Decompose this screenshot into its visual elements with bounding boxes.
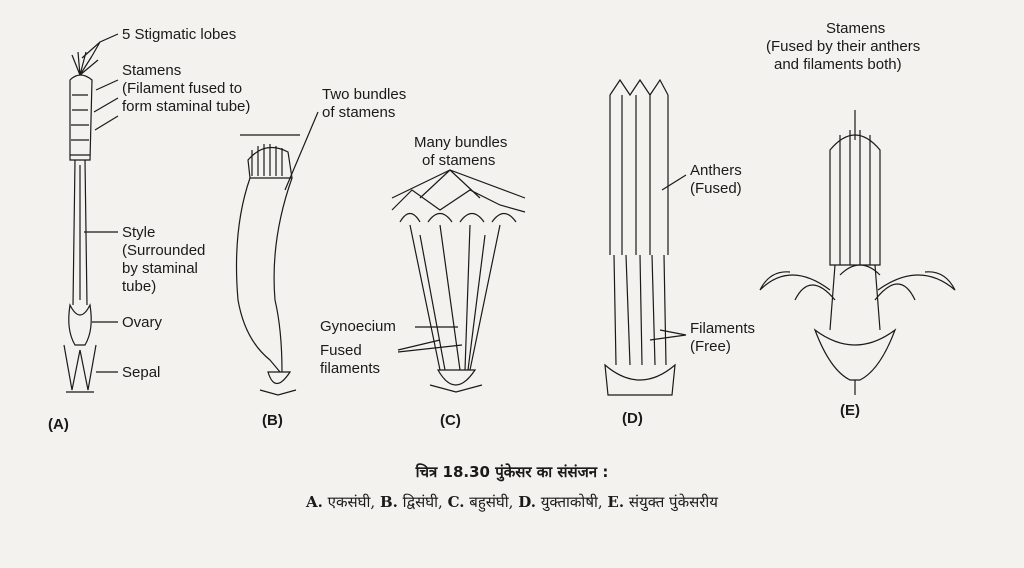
label-style-detail-1: (Surrounded	[122, 242, 206, 259]
caption-text-a: एकसंघी,	[327, 493, 376, 511]
caption-title: चित्र 18.30 पुंकेसर का संसंजन :	[415, 463, 609, 481]
figure-letter-e: (E)	[840, 402, 860, 419]
label-stamens-e: Stamens	[826, 20, 886, 37]
caption-legend: A. एकसंघी, B. द्विसंघी, C. बहुसंघी, D. य…	[0, 492, 1024, 512]
figure-letter-c: (C)	[440, 412, 461, 429]
label-two-bundles: Two bundles	[322, 86, 407, 103]
caption-text-e: संयुक्त पुंकेसरीय	[628, 493, 718, 511]
figure-c-drawing	[391, 169, 526, 393]
caption-key-a: A.	[306, 493, 323, 511]
label-fused-filaments-detail: filaments	[320, 360, 381, 377]
figure-b-drawing	[235, 111, 319, 396]
figure-d-drawing	[604, 78, 687, 396]
figure-letter-a: (A)	[48, 416, 69, 433]
label-fused-filaments: Fused	[320, 342, 362, 359]
label-stamens-e-detail-2: and filaments both)	[774, 56, 902, 73]
caption-text-c: बहुसंघी,	[469, 493, 514, 511]
label-stamens-a: Stamens	[122, 62, 182, 79]
label-gynoecium: Gynoecium	[320, 318, 396, 335]
figure-a-drawing	[63, 33, 119, 393]
label-many-bundles: Many bundles	[414, 134, 508, 151]
label-stigmatic-lobes: 5 Stigmatic lobes	[122, 26, 237, 43]
label-two-bundles-detail: of stamens	[322, 104, 396, 121]
label-stamens-a-detail-1: (Filament fused to	[122, 80, 243, 97]
figure-e-drawing	[759, 110, 956, 395]
label-filaments: Filaments	[690, 320, 756, 337]
label-stamens-e-detail-1: (Fused by their anthers	[766, 38, 921, 55]
label-stamens-a-detail-2: form staminal tube)	[122, 98, 251, 115]
caption-text-b: द्विसंघी,	[402, 493, 443, 511]
caption-key-e: E.	[607, 493, 625, 511]
label-sepal: Sepal	[122, 364, 161, 381]
caption-text-d: युक्ताकोषी,	[540, 493, 603, 511]
label-style-detail-2: by staminal	[122, 260, 198, 277]
label-filaments-detail: (Free)	[690, 338, 731, 355]
label-style-detail-3: tube)	[122, 278, 157, 295]
figure-letter-d: (D)	[622, 410, 643, 427]
label-anthers-detail: (Fused)	[690, 180, 742, 197]
label-many-bundles-detail: of stamens	[422, 152, 496, 169]
label-ovary: Ovary	[122, 314, 163, 331]
caption-key-b: B.	[379, 493, 398, 511]
caption-key-d: D.	[518, 493, 536, 511]
figure-letter-b: (B)	[262, 412, 283, 429]
label-anthers: Anthers	[690, 162, 742, 179]
caption-key-c: C.	[447, 493, 465, 511]
label-style: Style	[122, 224, 156, 241]
